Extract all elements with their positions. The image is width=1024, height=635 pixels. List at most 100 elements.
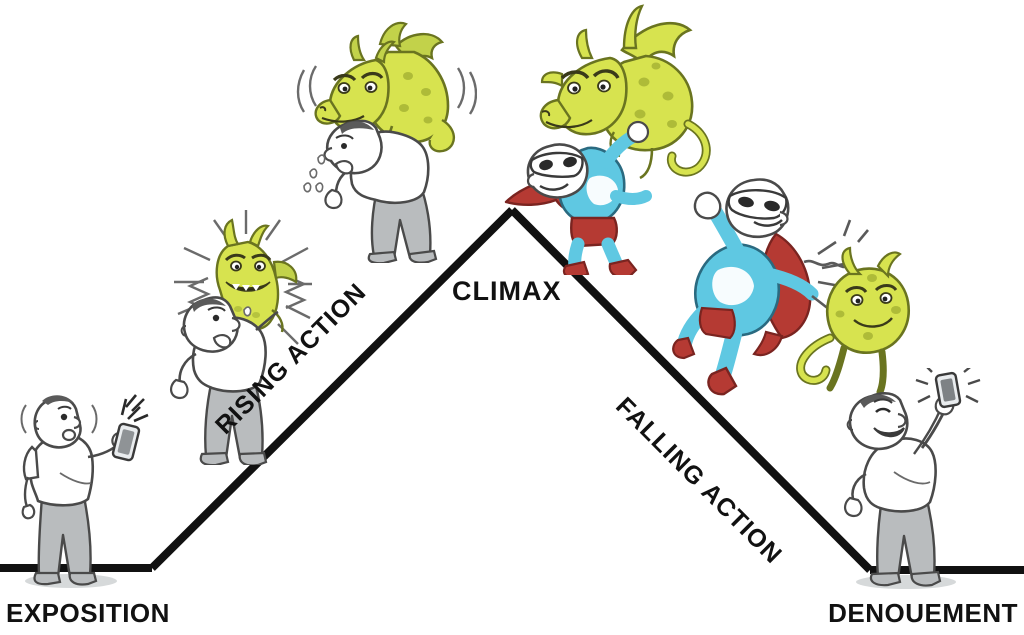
eye-left <box>738 196 754 208</box>
impact-zigzag <box>803 259 849 269</box>
ear <box>180 325 188 337</box>
dragon-mouth <box>545 119 593 129</box>
sweat-drop <box>243 306 252 317</box>
dragon-mouth <box>321 115 365 123</box>
man-triumphant-figure <box>844 368 981 589</box>
eyebrow <box>335 134 354 140</box>
monster-spots <box>835 274 901 340</box>
scene-exposition <box>20 394 149 588</box>
monster-brow-left <box>844 286 868 294</box>
scene-falling-action <box>672 178 910 396</box>
hand-left <box>324 188 343 210</box>
denouement-label: DENOUEMENT <box>828 598 1018 628</box>
dragon-pupil-left <box>342 86 348 92</box>
fist <box>626 120 650 144</box>
dragon-brow-left <box>560 70 590 80</box>
dragon-pupil-right <box>600 84 606 90</box>
arm-back <box>761 267 819 301</box>
eyebrow <box>873 398 893 404</box>
climax-label: CLIMAX <box>452 276 562 306</box>
left-shoe <box>199 451 230 465</box>
eyebrow <box>57 405 72 410</box>
exposition-label: EXPOSITION <box>6 598 170 628</box>
man-with-phone-figure <box>20 394 149 588</box>
dragon-spots <box>399 72 433 124</box>
phone-icon <box>934 371 962 409</box>
dragon-wing-2 <box>378 21 408 48</box>
superhero <box>504 120 652 275</box>
dragon-horn-left <box>576 28 594 60</box>
nose <box>323 146 333 163</box>
dragon-pupil-left <box>572 86 578 92</box>
ear <box>846 419 854 431</box>
monster-pupil-right <box>256 264 262 270</box>
nose <box>73 415 82 430</box>
pants <box>37 495 92 579</box>
dragon-snout <box>314 98 342 125</box>
monster-pupil-left <box>234 264 240 270</box>
belly-line <box>893 471 931 485</box>
sweat-drops <box>303 154 326 193</box>
sleeve-left <box>22 445 40 481</box>
dragon-brow-right <box>360 71 384 80</box>
dragon-snout <box>539 98 572 130</box>
hair <box>340 121 374 134</box>
dragon-horn-right <box>374 40 397 64</box>
hair <box>192 298 226 312</box>
eye <box>341 143 347 149</box>
phone-shine-lines <box>915 368 981 404</box>
head <box>325 119 383 175</box>
dragon-brow-left <box>332 73 357 82</box>
monster-brow-right <box>874 284 898 292</box>
rising-action-line <box>149 207 515 571</box>
motion-line-right <box>91 404 98 434</box>
winged-green-dragon <box>539 4 711 180</box>
pants <box>204 376 264 460</box>
fist <box>693 191 722 220</box>
eye-right <box>563 156 577 168</box>
right-shoe <box>238 451 268 465</box>
man-carrying-dragon-figure <box>296 21 477 263</box>
small-green-monster <box>215 218 298 333</box>
eye <box>212 314 220 322</box>
cape-lower <box>752 330 784 357</box>
eye-left <box>539 159 553 171</box>
winged-green-dragon <box>314 21 455 166</box>
dragon-nostril <box>319 106 327 112</box>
eye-happy <box>875 407 891 413</box>
scene-denouement <box>844 368 981 589</box>
superhero <box>672 178 819 396</box>
hair <box>860 394 896 408</box>
monster-pupil-left <box>855 298 861 304</box>
dragon-wing-spike <box>622 4 645 50</box>
right-shoe <box>408 249 438 263</box>
monster-leg-right <box>876 348 887 396</box>
dragon-ear <box>540 71 564 89</box>
belly-highlight <box>586 175 618 206</box>
dragon-leg-right <box>639 147 654 180</box>
dragon-head <box>556 56 628 136</box>
right-shoe <box>910 570 942 587</box>
dragon-tail <box>428 118 455 153</box>
motion-line-left <box>20 404 27 434</box>
dragon-horn-left <box>349 34 367 62</box>
monster-pupil-right <box>882 296 888 302</box>
man-startled-figure <box>170 210 312 465</box>
boot-left <box>562 260 590 275</box>
left-shoe <box>869 571 902 587</box>
monster-horn-right <box>248 224 271 248</box>
dragon-pupil-right <box>367 85 373 91</box>
left-shoe <box>33 571 62 586</box>
boot-right <box>608 258 638 275</box>
dragon-brow-right <box>592 69 620 79</box>
mouth-grit <box>539 183 569 191</box>
eyebrow <box>207 306 226 312</box>
scene-climax <box>504 4 711 275</box>
open-mouth <box>334 160 354 175</box>
dragon-nostril <box>541 110 551 117</box>
monster-ear-right <box>876 251 902 279</box>
nose <box>526 172 535 189</box>
arm-right <box>255 310 279 331</box>
nose <box>779 210 789 227</box>
